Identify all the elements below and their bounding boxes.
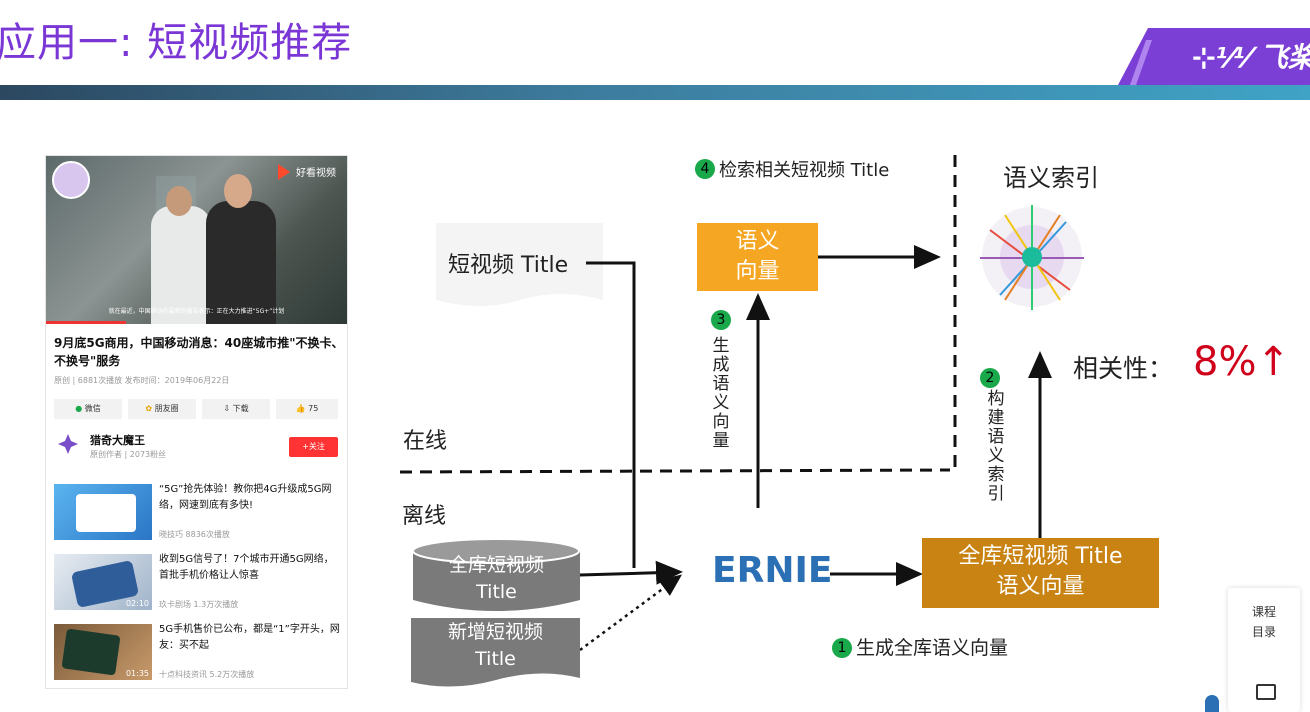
step-1-badge: 1	[832, 638, 852, 658]
like-button[interactable]: 👍 75	[276, 399, 338, 419]
paper-shape	[436, 223, 603, 306]
related-meta: 十点科技资讯 5.2万次播放	[159, 670, 255, 679]
offline-label: 离线	[402, 504, 447, 529]
step-4-badge: 4	[695, 159, 715, 179]
related-thumb[interactable]: 02:10	[54, 554, 152, 610]
step-3-text: 生成语义向量	[712, 336, 730, 451]
related-thumb[interactable]	[54, 484, 152, 540]
online-label: 在线	[403, 429, 448, 454]
slide-title: 应用一: 短视频推荐	[0, 20, 353, 66]
paddle-logo-icon: ⊹⅟⅟	[1192, 41, 1260, 74]
logo-banner	[1118, 28, 1310, 85]
author-avatar[interactable]	[58, 434, 78, 454]
author-sub: 原创作者 | 2073粉丝	[90, 450, 167, 459]
thumbs-up-icon: 👍	[295, 404, 309, 413]
relevance-label: 相关性：	[1073, 354, 1174, 383]
related-title[interactable]: 收到5G信号了！7个城市开通5G网络，首批手机价格让人惊喜	[159, 554, 334, 581]
semantic-vector-box: 语义 向量	[697, 223, 818, 291]
video-frame[interactable]: 好看视频 就在最近，中国移动在最新的报告表示：正在大力推进“5G+”计划	[46, 156, 347, 324]
paddle-logo: ⊹⅟⅟ 飞桨	[1192, 41, 1310, 74]
step-2-badge: 2	[980, 368, 1000, 388]
header-bar	[0, 85, 1310, 100]
person-left-head	[166, 186, 192, 216]
play-logo-icon	[278, 164, 290, 180]
step-1-text: 生成全库语义向量	[856, 637, 1009, 659]
download-icon: ⇩	[223, 404, 233, 413]
step-2-text: 构建语义索引	[987, 389, 1005, 504]
share-wechat-button[interactable]: ● 微信	[54, 399, 122, 419]
author-name[interactable]: 猎奇大魔王	[90, 434, 145, 447]
video-caption: 就在最近，中国移动在最新的报告表示：正在大力推进“5G+”计划	[108, 308, 285, 315]
step-4-text: 检索相关短视频 Title	[719, 160, 890, 181]
person-left	[151, 206, 211, 324]
full-library-db-label: 全库短视频 Title	[448, 554, 544, 603]
course-catalog-button[interactable]: 课程 目录	[1251, 605, 1276, 639]
wechat-icon: ●	[75, 404, 85, 413]
semantic-index-label: 语义索引	[1003, 164, 1099, 192]
person-right	[206, 201, 276, 324]
related-meta: 玖卡剧场 1.3万次播放	[159, 600, 239, 609]
avatar-icon[interactable]	[1205, 695, 1219, 712]
news-title: 9月底5G商用，中国移动消息：40座城市推"不换卡、不换号"服务	[54, 336, 344, 368]
relevance-box	[1060, 332, 1186, 395]
short-video-title-label: 短视频 Title	[448, 253, 569, 278]
related-thumb[interactable]: 01:35	[54, 624, 152, 680]
new-titles-label: 新增短视频 Title	[447, 621, 543, 670]
related-duration: 02:10	[125, 599, 149, 608]
relevance-value: 8%↑	[1193, 339, 1290, 385]
follow-button[interactable]: +关注	[289, 437, 338, 457]
moments-icon: ✿	[145, 404, 155, 413]
person-right-head	[224, 174, 252, 208]
related-title[interactable]: “5G”抢先体验！教你把4G升级成5G网络，网速到底有多快!	[159, 484, 332, 511]
comment-icon[interactable]	[1256, 684, 1276, 700]
channel-logo-icon	[52, 161, 90, 199]
related-duration: 01:35	[125, 669, 149, 678]
phone-screenshot: 好看视频 就在最近，中国移动在最新的报告表示：正在大力推进“5G+”计划 9月底…	[45, 155, 348, 689]
all-vector-box: 全库短视频 Title 语义向量	[922, 538, 1159, 608]
download-button[interactable]: ⇩ 下载	[202, 399, 270, 419]
related-meta: 晓技巧 8836次播放	[159, 530, 230, 539]
video-watermark: 好看视频	[296, 168, 336, 179]
related-title[interactable]: 5G手机售价已公布，都是“1”字开头，网友：买不起	[159, 624, 340, 651]
side-panel: 课程 目录	[1228, 588, 1300, 712]
semantic-index-cluster	[980, 205, 1084, 310]
share-moments-button[interactable]: ✿ 朋友圈	[128, 399, 196, 419]
step-3-badge: 3	[711, 310, 731, 330]
bottom-widget	[1113, 693, 1223, 712]
video-progress[interactable]	[46, 321, 126, 324]
ernie-label: ERNIE	[712, 550, 833, 591]
news-meta: 原创 | 6881次播放 发布时间：2019年06月22日	[54, 376, 230, 385]
